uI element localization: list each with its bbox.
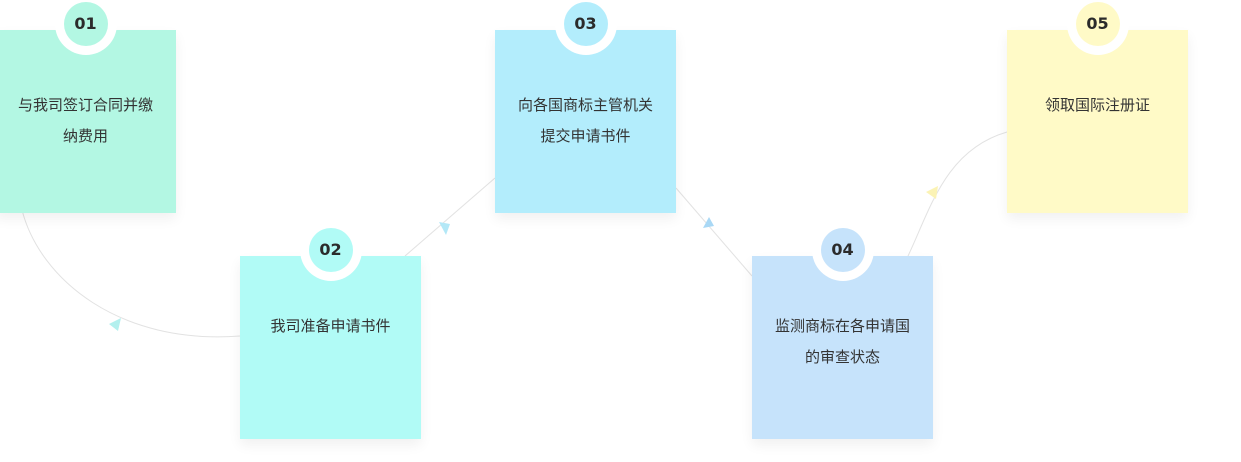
step-number-badge: 05: [1075, 2, 1120, 46]
arrow-01-02: [109, 318, 121, 331]
connector-04-05: [907, 131, 1008, 257]
arrow-04-05: [926, 186, 938, 199]
arrow-02-03: [439, 222, 450, 235]
step-number-badge: 03: [563, 2, 608, 46]
step-number-badge: 02: [308, 228, 353, 272]
step-number-badge: 04: [820, 228, 865, 272]
step-card-02: 02 我司准备申请书件: [240, 219, 421, 439]
connector-02-03: [404, 177, 496, 257]
step-card-04: 04 监测商标在各申请国 的审查状态: [752, 219, 933, 439]
step-description: 领取国际注册证: [1044, 96, 1150, 114]
connector-03-04: [675, 187, 753, 277]
step-card-03: 03 向各国商标主管机关 提交申请书件: [495, 0, 676, 213]
step-description: 监测商标在各申请国 的审查状态: [774, 317, 910, 366]
arrow-03-04: [703, 217, 714, 228]
step-card-01: 01 与我司签订合同并缴 纳费用: [0, 0, 176, 213]
step-card-05: 05 领取国际注册证: [1007, 0, 1188, 213]
step-number-badge: 01: [63, 2, 108, 46]
step-description: 我司准备申请书件: [270, 317, 391, 335]
step-description: 与我司签订合同并缴 纳费用: [17, 96, 153, 145]
step-description: 向各国商标主管机关 提交申请书件: [517, 96, 653, 145]
connector-01-02: [21, 209, 241, 338]
